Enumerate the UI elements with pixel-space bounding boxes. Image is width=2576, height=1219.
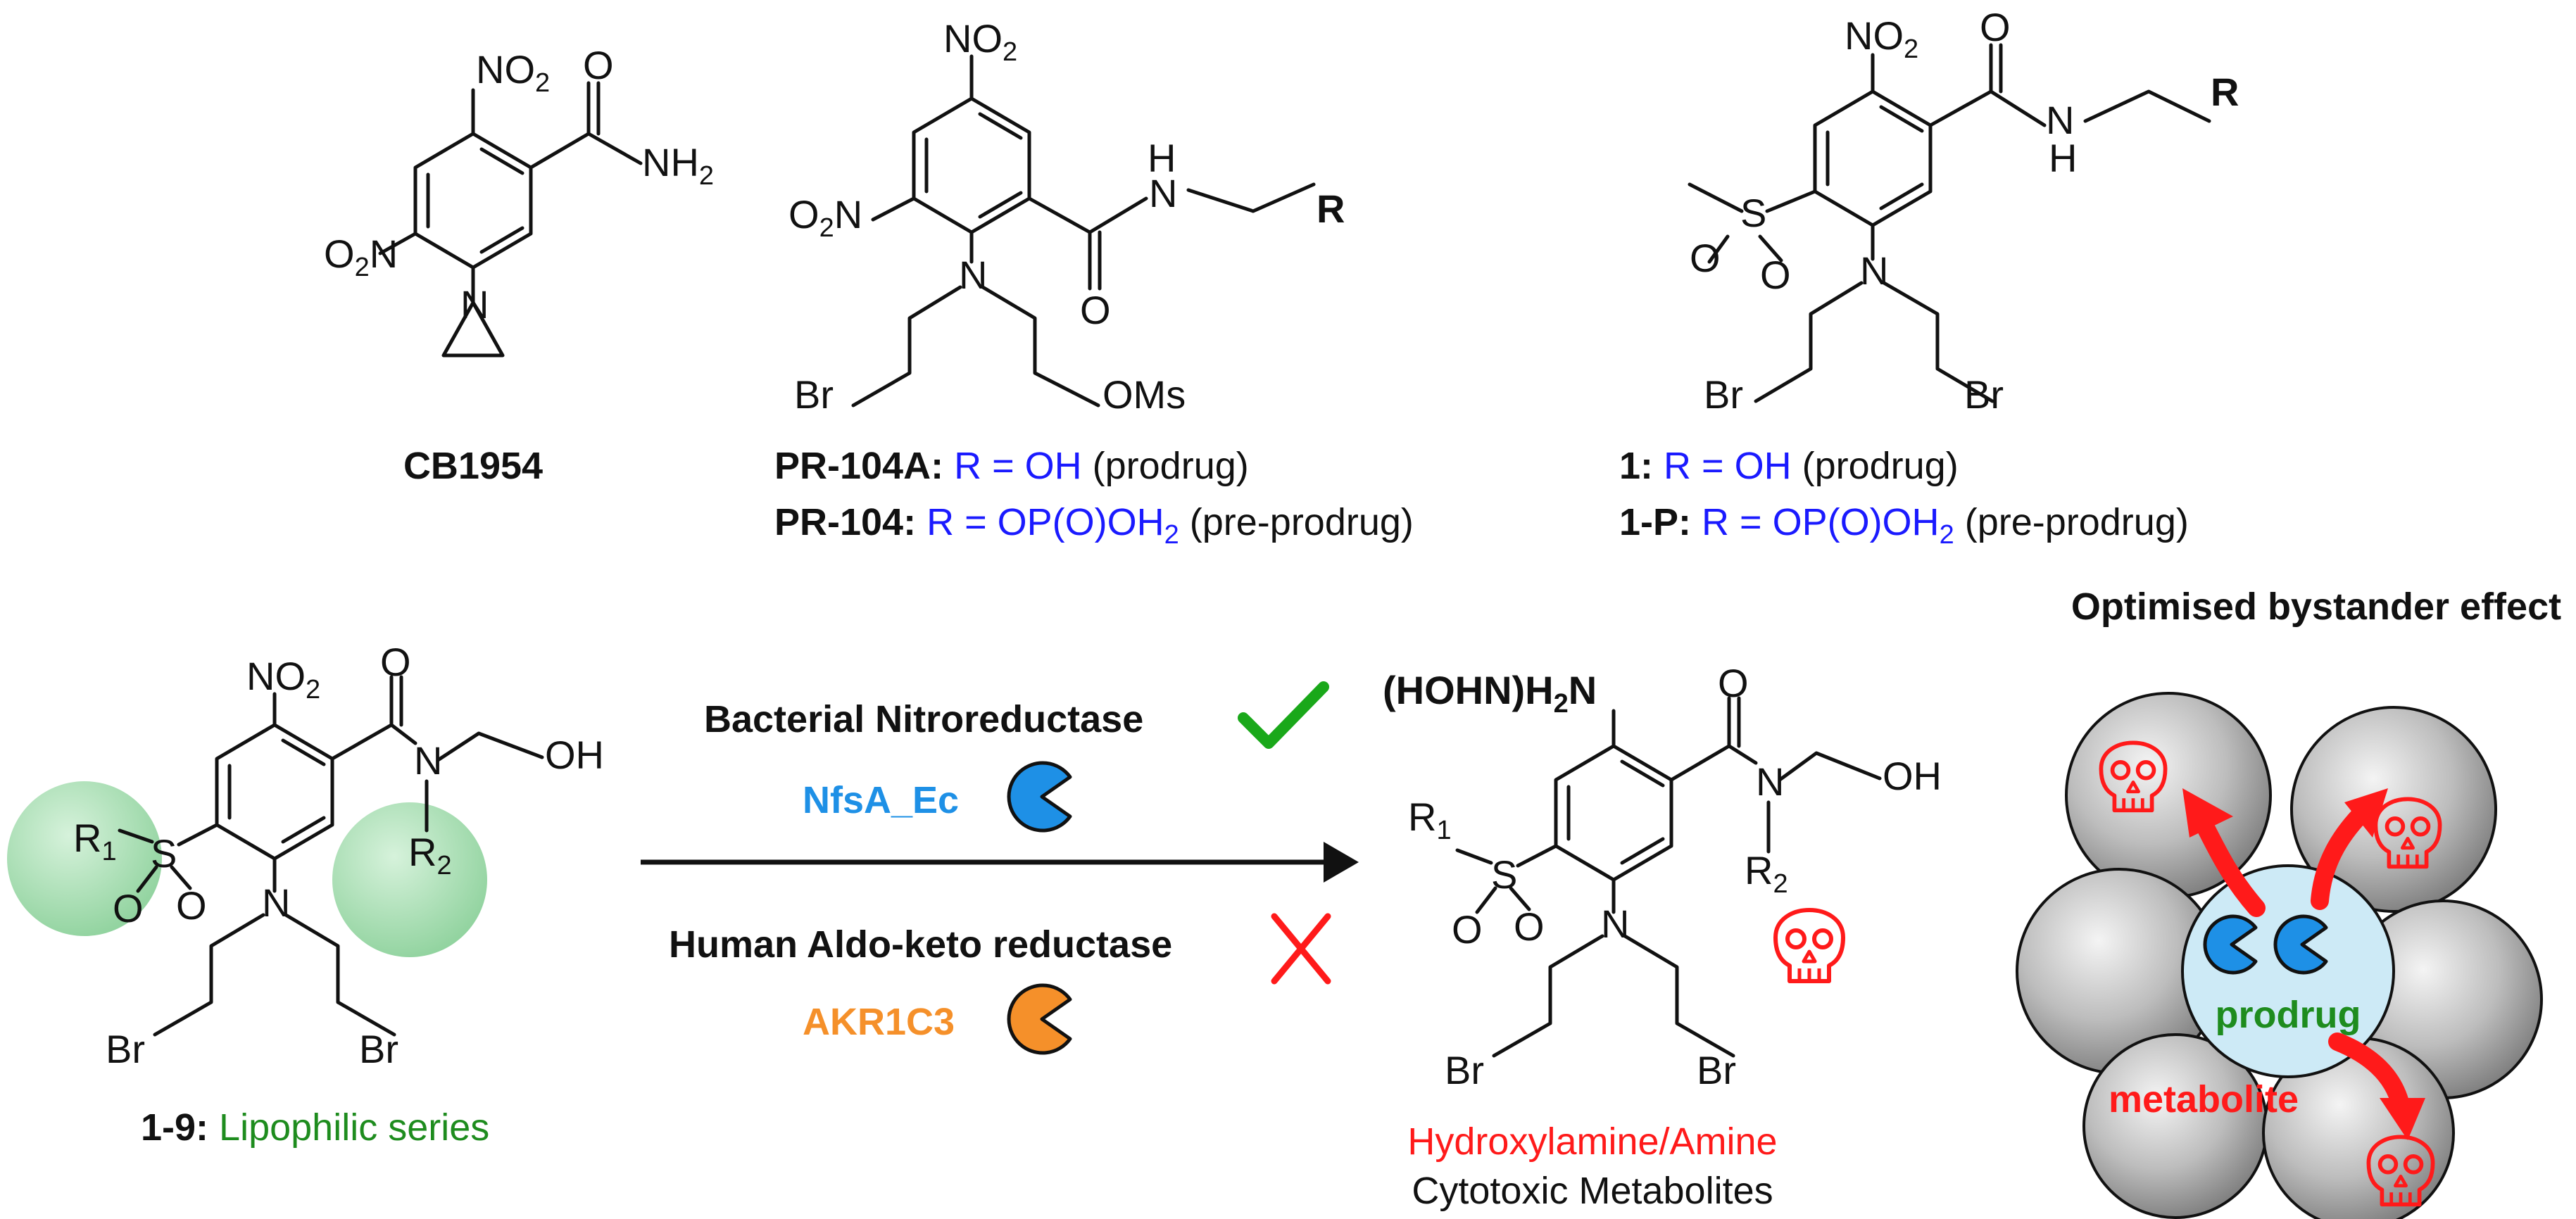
svg-text:S: S xyxy=(151,831,177,876)
check-icon xyxy=(1238,681,1329,749)
svg-text:O: O xyxy=(1514,904,1545,949)
svg-text:O: O xyxy=(176,883,207,928)
r1-highlight xyxy=(7,781,162,936)
akr1c3-enzyme-icon xyxy=(1007,983,1072,1055)
svg-text:Br: Br xyxy=(359,1027,398,1071)
enzyme1-label: Bacterial Nitroreductase xyxy=(704,698,1143,740)
series-legend: 1-9: Lipophilic series xyxy=(141,1106,489,1149)
svg-text:O: O xyxy=(1980,5,2011,49)
bystander-illustration: prodrug metabolite xyxy=(2016,692,2543,1219)
nfsa-enzyme-icon xyxy=(1007,761,1072,833)
svg-text:R2: R2 xyxy=(408,830,452,880)
svg-text:N: N xyxy=(1601,902,1629,946)
svg-text:OH: OH xyxy=(1883,754,1942,798)
svg-text:Br: Br xyxy=(1964,372,2004,417)
svg-text:N: N xyxy=(1860,248,1888,293)
diffusion-arrow-head xyxy=(2380,1098,2425,1140)
svg-text:Br: Br xyxy=(1445,1048,1484,1092)
neighbour-cell xyxy=(2290,706,2497,913)
svg-text:OH: OH xyxy=(545,733,604,777)
svg-text:N: N xyxy=(414,738,442,783)
svg-text:H: H xyxy=(1148,136,1176,180)
svg-text:Br: Br xyxy=(794,372,834,417)
svg-text:N: N xyxy=(2046,98,2074,142)
product-label-1: Hydroxylamine/Amine xyxy=(1407,1120,1777,1163)
svg-text:Br: Br xyxy=(1697,1048,1736,1092)
svg-text:O: O xyxy=(113,886,144,930)
pr104-structure: NO2 O2N H N O R N Br OMs xyxy=(788,16,1345,417)
svg-text:NH2: NH2 xyxy=(642,140,714,191)
diffusion-arrow-head xyxy=(2344,788,2388,838)
svg-text:O: O xyxy=(1690,236,1721,280)
svg-text:NO2: NO2 xyxy=(246,654,320,705)
enzyme-icon xyxy=(2203,914,2258,975)
svg-text:O: O xyxy=(1718,661,1749,705)
atom-label: N xyxy=(460,282,489,327)
product-structure: (HOHN)H2N O N OH R2 R1 S O O N Br Br xyxy=(1383,661,1942,1092)
enzyme2-name: AKR1C3 xyxy=(803,1001,955,1043)
svg-text:H: H xyxy=(2049,136,2077,180)
cb1954-structure: NO2 O NH2 O2N N xyxy=(324,43,714,358)
svg-text:Br: Br xyxy=(1704,372,1743,417)
svg-text:NO2: NO2 xyxy=(476,47,550,98)
pr104a-legend-line: PR-104A: R = OH (prodrug) xyxy=(774,445,1249,487)
svg-text:O: O xyxy=(380,640,411,684)
atom-label: O xyxy=(583,43,614,87)
svg-text:NO2: NO2 xyxy=(943,16,1017,67)
r-group-label: R xyxy=(1317,187,1345,231)
series-structure: NO2 O N OH R2 R1 S O O N Br Br xyxy=(7,640,604,1071)
diffusion-arrow-head xyxy=(2182,788,2233,838)
cmp1-structure: NO2 O N H R S O O N Br Br xyxy=(1688,5,2239,417)
neighbour-cell xyxy=(2065,692,2272,899)
svg-text:R1: R1 xyxy=(73,816,117,866)
svg-text:Br: Br xyxy=(106,1027,145,1071)
metabolite-label: metabolite xyxy=(2109,1078,2299,1120)
svg-text:R1: R1 xyxy=(1408,795,1452,845)
reaction-arrow-head xyxy=(1324,842,1359,883)
svg-text:O2N: O2N xyxy=(788,192,862,243)
svg-text:N: N xyxy=(959,253,987,297)
svg-text:S: S xyxy=(1491,852,1517,897)
svg-text:R: R xyxy=(2211,70,2239,114)
svg-text:NO2: NO2 xyxy=(1845,13,1918,64)
diffusion-arrow xyxy=(2328,1032,2410,1114)
svg-text:R2: R2 xyxy=(1745,848,1788,899)
prodrug-label: prodrug xyxy=(2216,994,2361,1036)
svg-text:OMs: OMs xyxy=(1102,372,1186,417)
skull-icon xyxy=(1776,910,1843,981)
svg-text:N: N xyxy=(262,880,290,925)
pr104-legend-line: PR-104: R = OP(O)OH2 (pre-prodrug) xyxy=(774,501,1414,552)
cmp1-legend-line: 1: R = OH (prodrug) xyxy=(1619,445,1959,487)
enzyme-icon xyxy=(2273,914,2328,975)
cb1954-label: CB1954 xyxy=(403,445,543,487)
svg-text:S: S xyxy=(1740,191,1766,235)
svg-text:O2N: O2N xyxy=(324,232,398,282)
amine-group-label: (HOHN)H2N xyxy=(1383,668,1597,719)
svg-text:N: N xyxy=(1149,171,1177,215)
svg-text:N: N xyxy=(1756,759,1784,804)
x-mark-icon xyxy=(1271,913,1331,985)
atom-label: NO xyxy=(476,47,535,91)
cmp1p-legend-line: 1-P: R = OP(O)OH2 (pre-prodrug) xyxy=(1619,501,2189,552)
bystander-title: Optimised bystander effect xyxy=(2071,586,2561,628)
enzyme2-label: Human Aldo-keto reductase xyxy=(669,923,1172,966)
svg-text:O: O xyxy=(1080,288,1111,332)
svg-text:O: O xyxy=(1760,253,1791,297)
enzyme1-name: NfsA_Ec xyxy=(803,779,959,821)
svg-text:O: O xyxy=(1452,907,1483,952)
product-label-2: Cytotoxic Metabolites xyxy=(1412,1170,1773,1212)
r2-highlight xyxy=(332,802,487,957)
diffusion-arrow xyxy=(2194,814,2266,917)
